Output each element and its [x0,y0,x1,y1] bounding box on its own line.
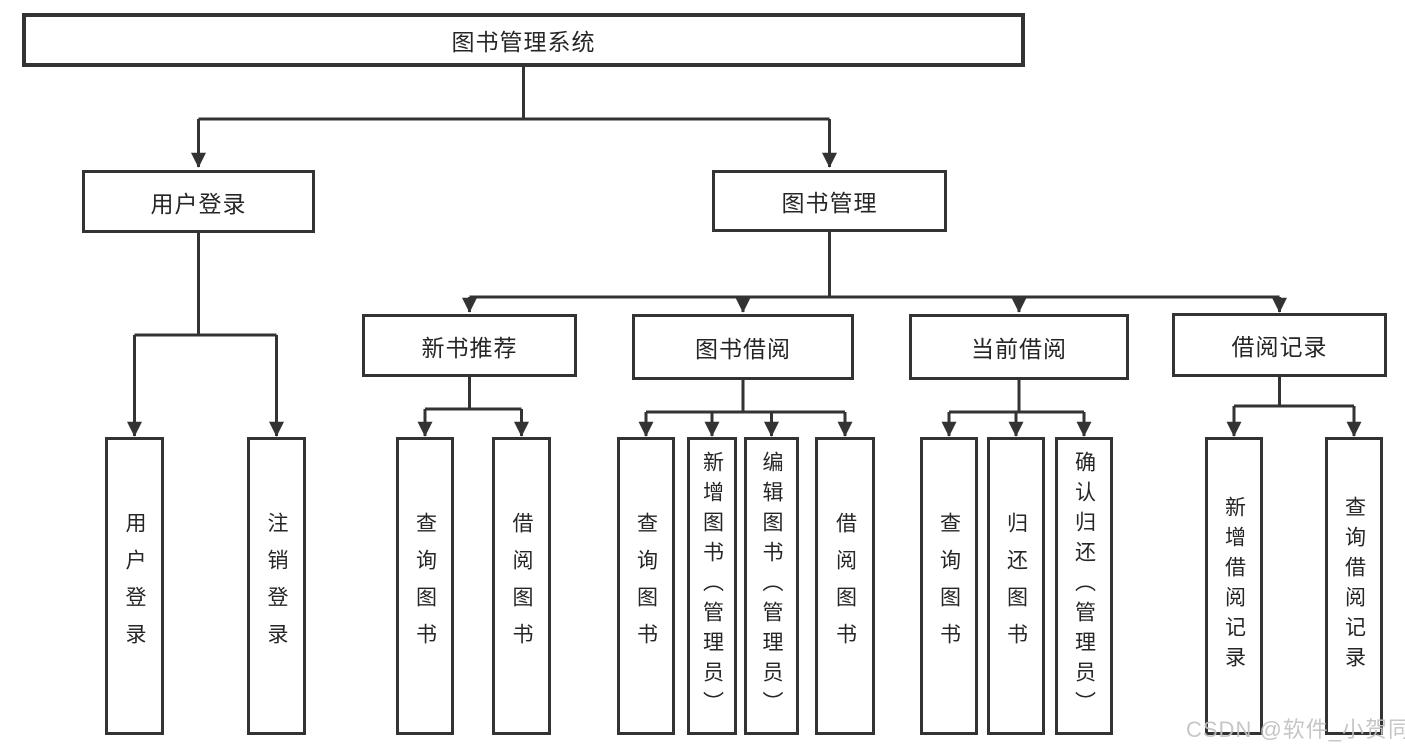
node-label: 图书管理 [781,190,878,216]
node-label: 借阅记录 [1231,334,1328,360]
node-label: 编辑图书（管理员） [760,451,783,721]
node-label: 查询借阅记录 [1342,496,1366,676]
node-label: 用户登录 [123,512,146,660]
node-label: 查询图书 [634,512,658,660]
node-label: 图书管理系统 [451,29,596,55]
leaf-nb-query-books: 查询图书 [396,437,454,735]
connector-borrow-records [1234,377,1354,408]
node-label: 确认归还（管理员） [1072,451,1096,721]
leaf-user-login: 用户登录 [105,437,164,735]
leaf-bb-borrow-books: 借阅图书 [815,437,875,735]
node-label: 新增图书（管理员） [700,451,724,721]
connector-user-login [134,233,277,337]
node-book-borrow: 图书借阅 [632,314,854,380]
node-label: 用户登录 [150,190,247,217]
connector-book-borrow [646,380,845,414]
node-label: 新增借阅记录 [1222,496,1246,676]
leaf-bb-add-books-admin: 新增图书（管理员） [687,437,737,735]
leaf-cb-return-books: 归还图书 [987,437,1045,735]
connector-root [198,67,830,121]
node-label: 图书借阅 [695,336,791,362]
csdn-watermark: CSDN @软件_小贺同学 [1186,717,1405,742]
node-current-borrow: 当前借阅 [909,314,1129,380]
node-borrow-records: 借阅记录 [1172,313,1387,377]
node-book-management: 图书管理 [712,170,947,232]
node-label: 新书推荐 [421,334,518,361]
node-label: 借阅图书 [510,512,533,660]
node-user-login: 用户登录 [82,170,315,233]
node-label: 注销登录 [265,512,288,660]
leaf-logout: 注销登录 [247,437,306,735]
node-label: 查询图书 [937,512,961,660]
leaf-nb-borrow-books: 借阅图书 [492,437,551,735]
leaf-cb-confirm-return-admin: 确认归还（管理员） [1055,437,1113,735]
node-new-book-recommend: 新书推荐 [362,314,577,377]
node-label: 借阅图书 [833,512,857,660]
node-label: 查询图书 [413,512,437,660]
connector-book-management [469,232,1280,299]
leaf-br-add-record: 新增借阅记录 [1205,437,1263,735]
leaf-bb-edit-books-admin: 编辑图书（管理员） [744,437,799,735]
node-library-management-system: 图书管理系统 [22,13,1025,67]
leaf-bb-query-books: 查询图书 [617,437,675,735]
leaf-cb-query-books: 查询图书 [920,437,978,735]
connector-new-book [425,377,522,411]
node-label: 归还图书 [1004,512,1028,660]
connector-current-borrow [949,380,1084,414]
node-label: 当前借阅 [971,336,1067,362]
leaf-br-query-record: 查询借阅记录 [1325,437,1383,735]
